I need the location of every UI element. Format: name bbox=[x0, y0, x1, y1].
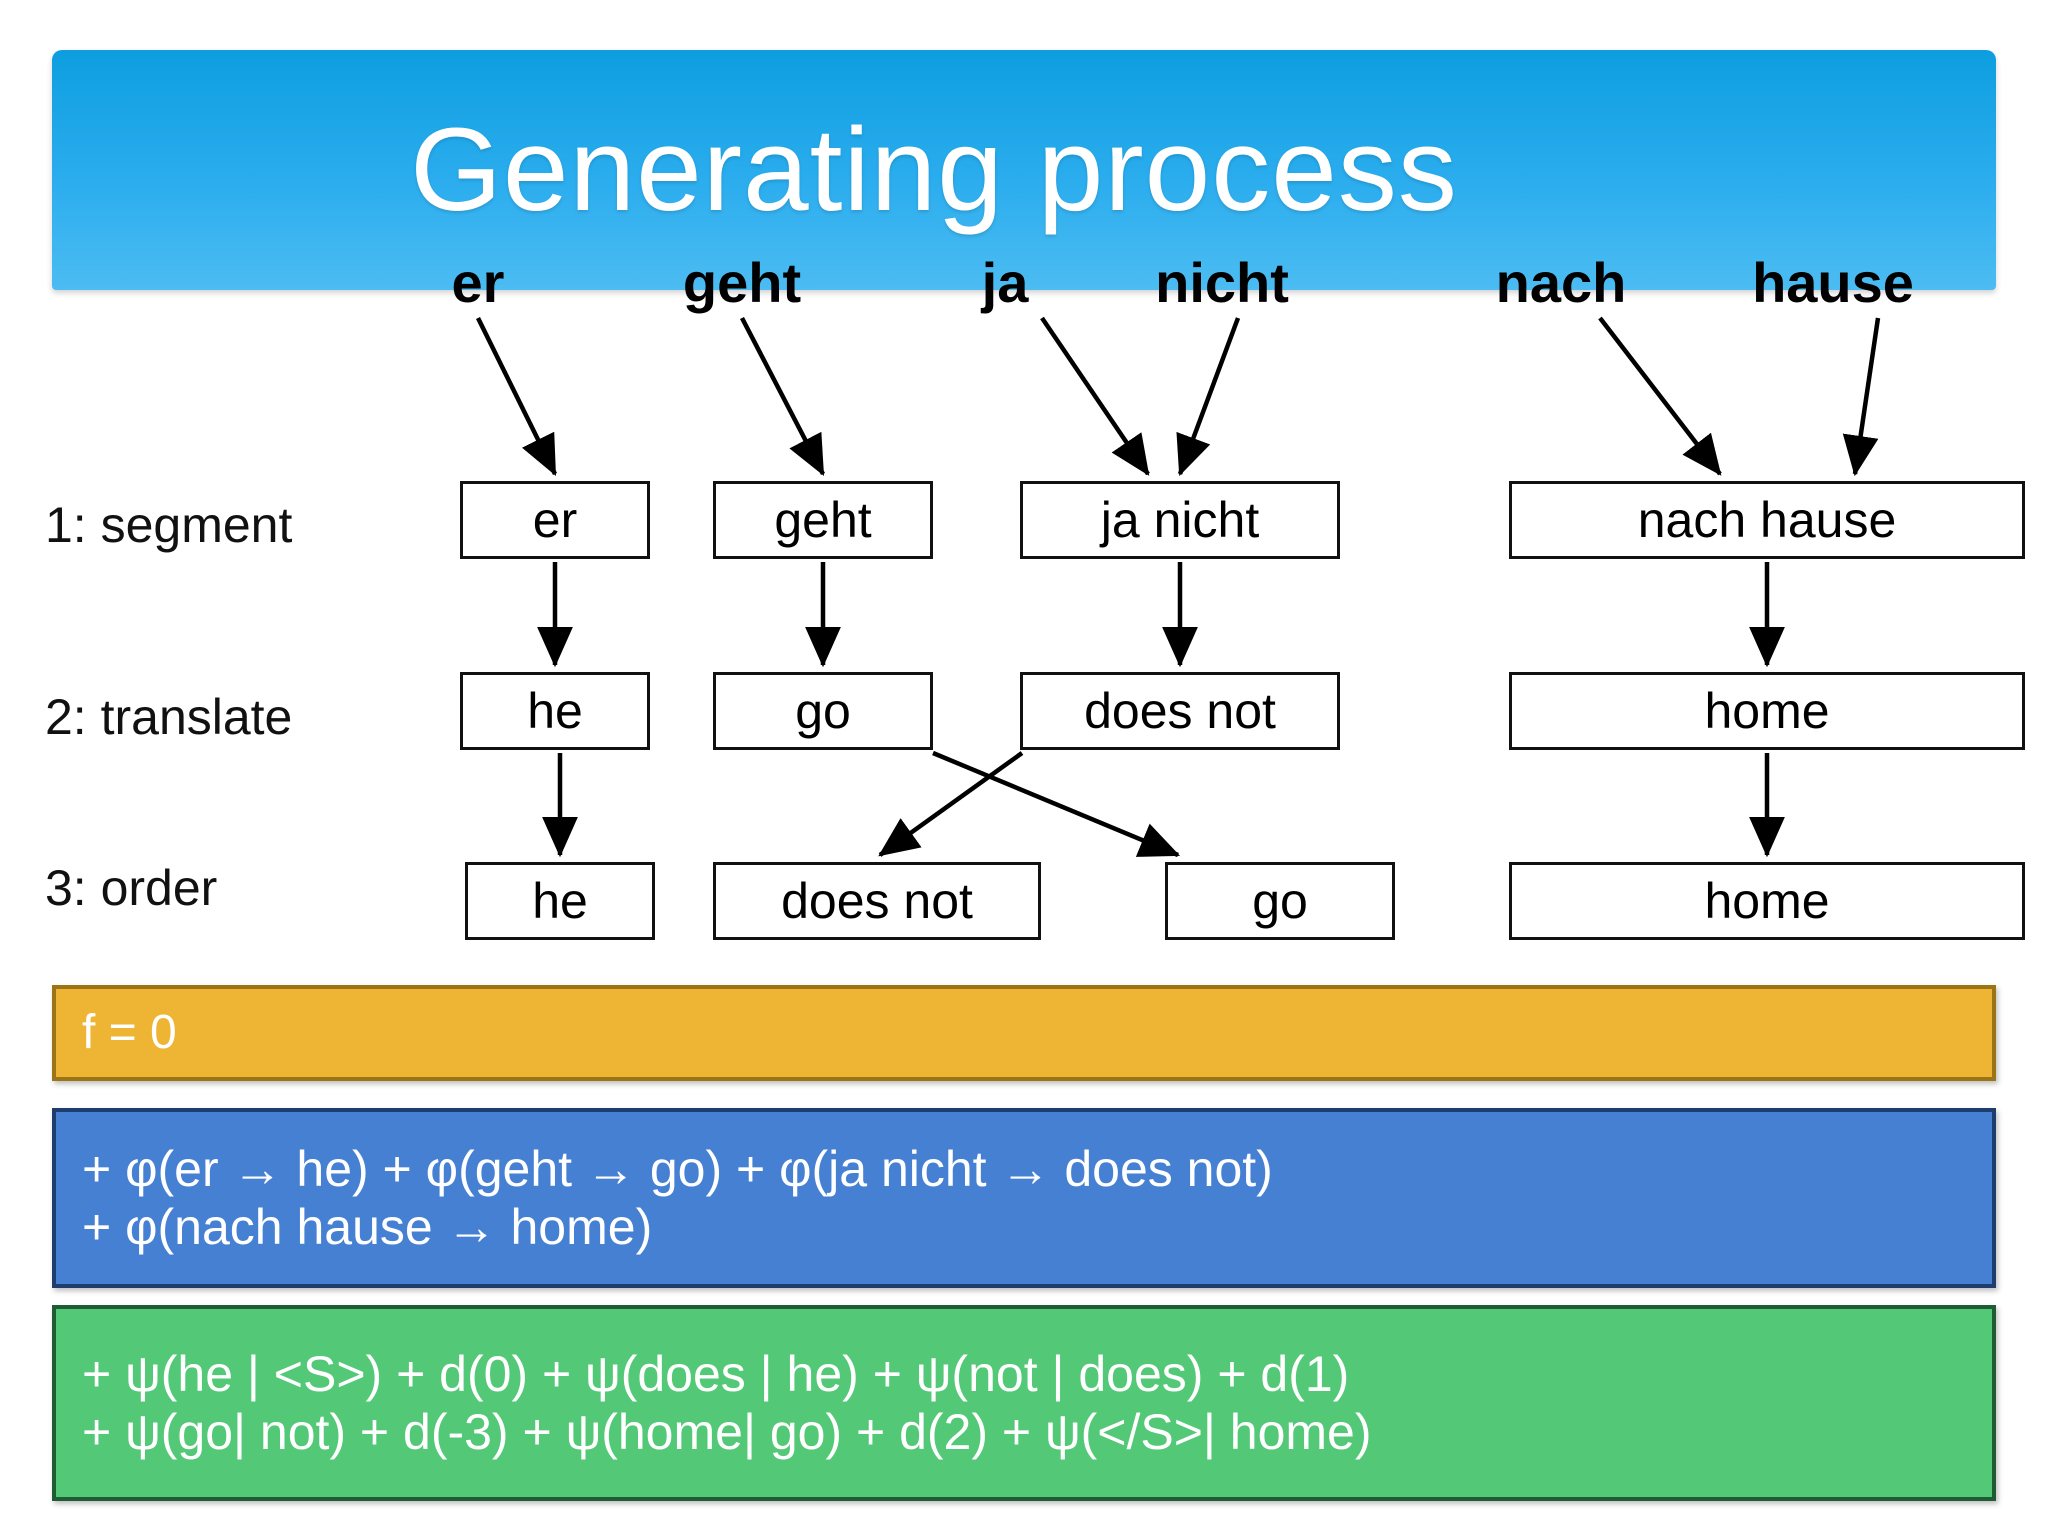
page-title: Generating process bbox=[410, 104, 1458, 236]
connector-arrow bbox=[878, 751, 1024, 857]
phrase-box: geht bbox=[713, 481, 933, 559]
phrase-box: go bbox=[1165, 862, 1395, 940]
source-word: hause bbox=[1752, 251, 1914, 314]
step-label: 2: translate bbox=[45, 689, 293, 745]
score-line: + ψ(he | <S>) + d(0) + ψ(does | he) + ψ(… bbox=[82, 1346, 1350, 1402]
step-label: 1: segment bbox=[45, 497, 293, 553]
score-line: + ψ(go| not) + d(-3) + ψ(home| go) + d(2… bbox=[82, 1404, 1372, 1460]
score-bar-blue: + φ(er → he) + φ(geht → go) + φ(ja nicht… bbox=[52, 1108, 1996, 1288]
phrase-box: home bbox=[1509, 672, 2025, 750]
score-bar-green: + ψ(he | <S>) + d(0) + ψ(does | he) + ψ(… bbox=[52, 1305, 1996, 1501]
step-label: 3: order bbox=[45, 860, 218, 916]
phrase-box: he bbox=[465, 862, 655, 940]
connector-arrow bbox=[1842, 317, 1881, 477]
phrase-box: home bbox=[1509, 862, 2025, 940]
connector-arrow bbox=[740, 316, 825, 476]
phrase-box: go bbox=[713, 672, 933, 750]
phrase-box: ja nicht bbox=[1020, 481, 1340, 559]
phrase-box: does not bbox=[1020, 672, 1340, 750]
connector-arrow bbox=[475, 317, 558, 477]
phrase-box: he bbox=[460, 672, 650, 750]
arrow-layer bbox=[475, 316, 1881, 858]
phrase-box: nach hause bbox=[1509, 481, 2025, 559]
source-word: ja bbox=[981, 251, 1029, 314]
connector-arrow bbox=[1176, 317, 1241, 477]
phrase-box: does not bbox=[713, 862, 1041, 940]
score-line: f = 0 bbox=[82, 1006, 177, 1060]
source-word: er bbox=[451, 251, 505, 314]
source-word: nicht bbox=[1155, 251, 1289, 314]
source-word: geht bbox=[682, 251, 802, 314]
source-word: nach bbox=[1495, 251, 1627, 314]
connector-arrow bbox=[1598, 316, 1722, 476]
connector-arrow bbox=[932, 750, 1181, 858]
connector-arrow bbox=[1040, 316, 1150, 476]
phrase-box: er bbox=[460, 481, 650, 559]
score-bar-orange: f = 0 bbox=[52, 985, 1996, 1081]
score-line: + φ(nach hause → home) bbox=[82, 1199, 653, 1255]
score-line: + φ(er → he) + φ(geht → go) + φ(ja nicht… bbox=[82, 1141, 1273, 1197]
slide-title-banner: Generating process bbox=[52, 50, 1996, 290]
